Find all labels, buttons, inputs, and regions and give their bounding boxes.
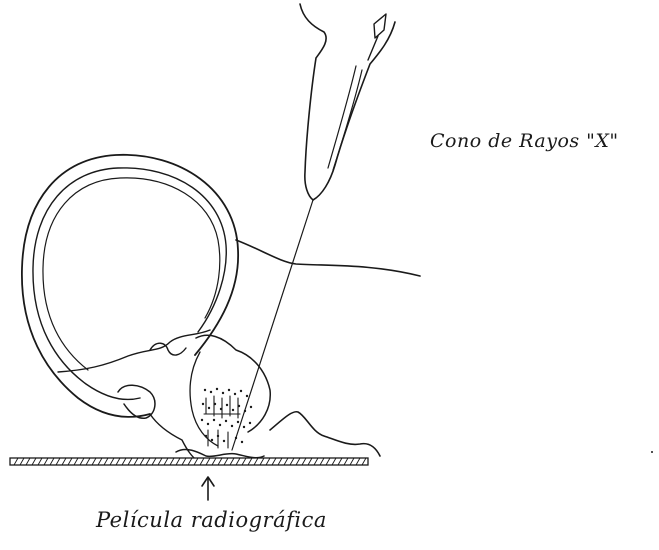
chin-contact [176,449,264,457]
tube-rod [368,14,386,60]
skull-outer-table [22,155,238,417]
head-profile [22,155,420,460]
film-label: Película radiográfica [96,508,327,532]
zygomatic-region [196,335,270,432]
nose-lip-profile [270,412,380,456]
radiographic-film [10,458,368,465]
x-ray-cone [300,4,395,200]
central-ray [232,200,313,450]
film-arrow [202,477,214,500]
cone-inner-line-2 [333,70,362,170]
cranial-base [58,330,210,372]
skull-diploe [43,178,220,370]
cone-inner-line [328,66,356,168]
stray-mark [651,451,653,453]
mastoid-process [150,414,196,460]
cone-label: Cono de Rayos "X" [430,130,619,152]
skin-profile [236,240,420,276]
cone-left-outline [300,4,326,200]
cone-right-outline [313,22,395,200]
